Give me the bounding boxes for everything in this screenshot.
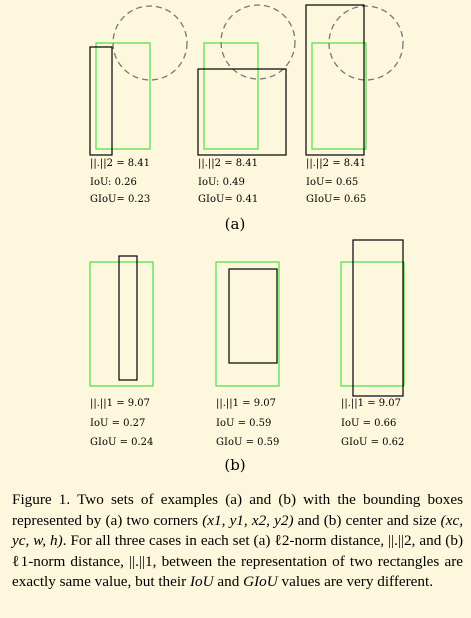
iou-value: IoU= 0.65: [306, 177, 358, 188]
giou-value: GIoU= 0.23: [90, 194, 150, 205]
predicted-box: [89, 46, 113, 156]
ground-truth-box: [95, 42, 151, 150]
panel-b: ||.||1 = 9.07 IoU = 0.27 GIoU = 0.24 ||.…: [89, 239, 405, 474]
giou-value: GIoU= 0.65: [306, 194, 366, 205]
caption-text: . For all three cases in each set (a) ℓ2…: [12, 532, 464, 590]
caption-math: GIoU: [243, 573, 278, 590]
giou-value: GIoU= 0.41: [198, 194, 258, 205]
panel-a: ||.||2 = 8.41 IoU: 0.26 GIoU= 0.23 ||.||…: [89, 4, 404, 233]
figure-caption: Figure 1. Two sets of examples (a) and (…: [12, 490, 463, 593]
iou-value: IoU: 0.49: [198, 177, 245, 188]
norm-value: ||.||1 = 9.07: [216, 398, 276, 409]
caption-math: (x1, y1, x2, y2): [202, 511, 294, 529]
example-b1: ||.||1 = 9.07 IoU = 0.27 GIoU = 0.24: [89, 255, 154, 448]
giou-value: GIoU = 0.62: [341, 437, 404, 448]
ground-truth-box: [215, 261, 280, 387]
caption-math: IoU: [189, 573, 214, 590]
caption-text: and: [213, 573, 244, 590]
panel-label: (a): [225, 215, 246, 233]
giou-value: GIoU = 0.59: [216, 437, 279, 448]
ground-truth-box: [89, 261, 154, 387]
iou-value: IoU: 0.26: [90, 177, 137, 188]
panel-label: (b): [224, 456, 245, 474]
predicted-box: [305, 4, 365, 156]
predicted-box: [352, 239, 404, 397]
ground-truth-box: [340, 261, 405, 387]
iou-value: IoU = 0.59: [216, 418, 271, 429]
dashed-circle: [112, 5, 188, 81]
example-a2: ||.||2 = 8.41 IoU: 0.49 GIoU= 0.41: [197, 4, 296, 205]
norm-value: ||.||2 = 8.41: [306, 158, 366, 169]
ground-truth-box: [203, 42, 259, 150]
example-b3: ||.||1 = 9.07 IoU = 0.66 GIoU = 0.62: [340, 239, 405, 448]
giou-value: GIoU = 0.24: [90, 437, 153, 448]
predicted-box: [197, 68, 287, 156]
norm-value: ||.||2 = 8.41: [198, 158, 258, 169]
caption-math: (xc, yc, w, h): [12, 511, 463, 550]
caption-text: Figure 1. Two sets of examples (a) and (…: [12, 491, 463, 529]
dashed-circle: [328, 5, 404, 81]
figure: ||.||2 = 8.41 IoU: 0.26 GIoU= 0.23 ||.||…: [89, 4, 405, 474]
norm-value: ||.||2 = 8.41: [90, 158, 150, 169]
predicted-box: [118, 255, 138, 381]
iou-value: IoU = 0.66: [341, 418, 396, 429]
example-b2: ||.||1 = 9.07 IoU = 0.59 GIoU = 0.59: [215, 261, 280, 448]
example-a3: ||.||2 = 8.41 IoU= 0.65 GIoU= 0.65: [305, 4, 404, 205]
caption-text: values are very different.: [277, 573, 434, 590]
dashed-circle: [220, 4, 296, 80]
norm-value: ||.||1 = 9.07: [341, 398, 401, 409]
example-a1: ||.||2 = 8.41 IoU: 0.26 GIoU= 0.23: [89, 5, 188, 205]
caption-text: and (b) center and size: [293, 511, 441, 529]
norm-value: ||.||1 = 9.07: [90, 398, 150, 409]
ground-truth-box: [311, 42, 367, 150]
iou-value: IoU = 0.27: [90, 418, 145, 429]
predicted-box: [228, 268, 278, 364]
